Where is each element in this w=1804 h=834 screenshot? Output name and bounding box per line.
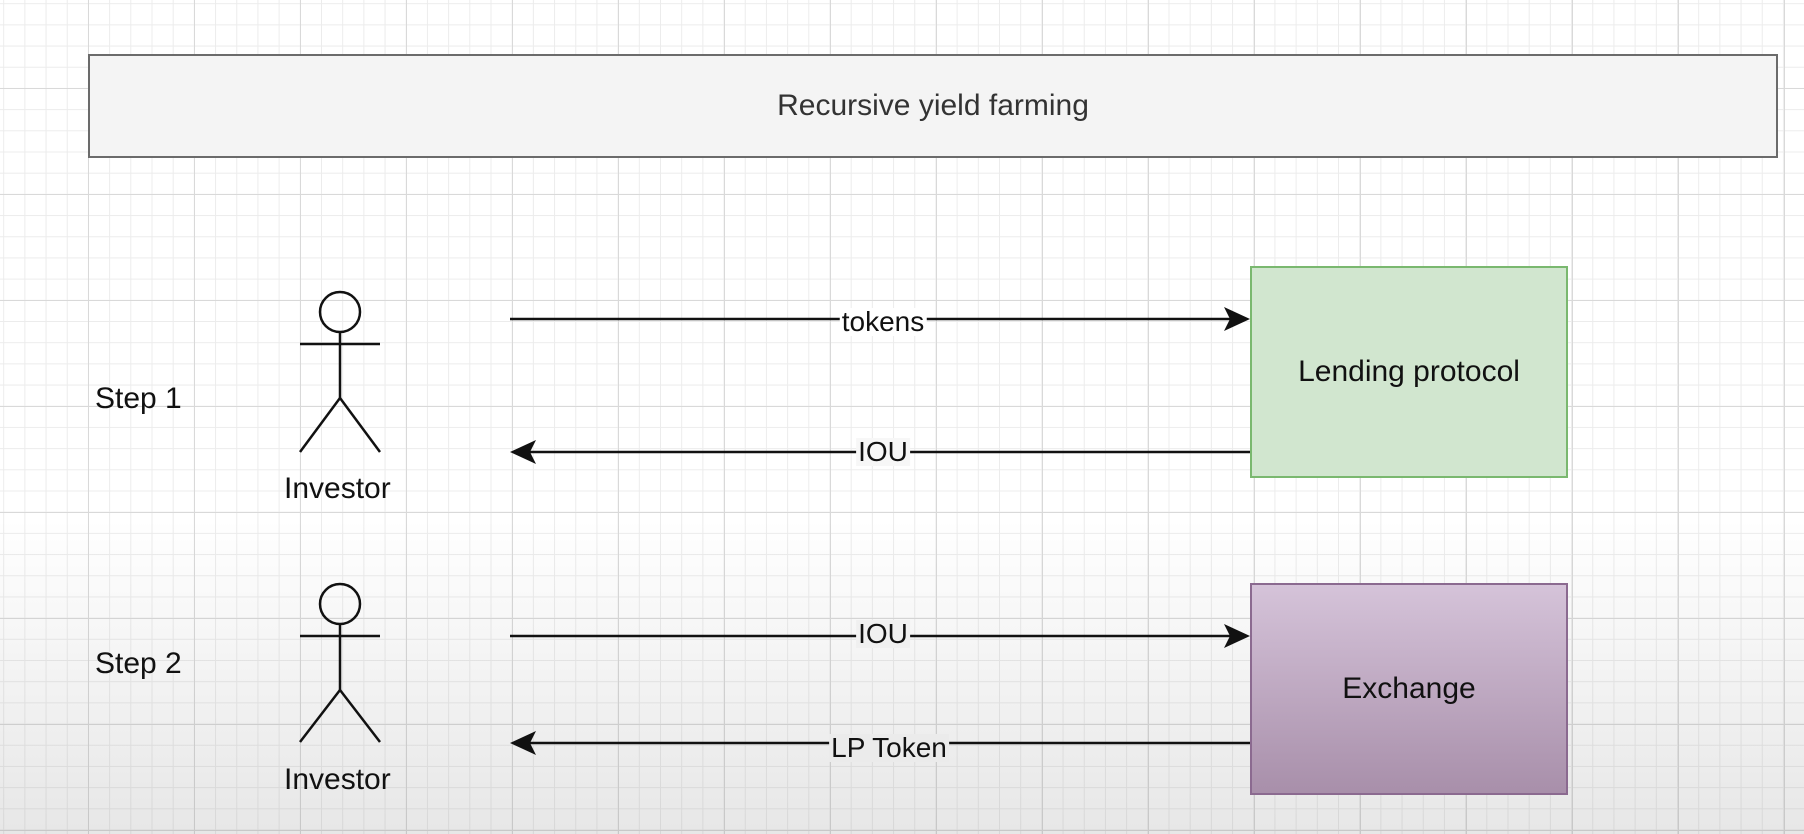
investor-label: Investor (284, 472, 391, 505)
lp-token-edge-label: LP Token (829, 732, 949, 763)
arrowhead-icon (1224, 624, 1250, 648)
diagram-title: Recursive yield farming (88, 54, 1778, 158)
investor-actor-icon (299, 582, 381, 743)
step-1-label: Step 1 (95, 382, 182, 415)
investor-actor-icon (298, 290, 382, 453)
tokens-edge-label: tokens (839, 306, 927, 337)
arrowhead-icon (510, 440, 536, 464)
iou-edge-label: IOU (856, 618, 910, 649)
iou-edge-label: IOU (856, 436, 910, 467)
arrowhead-icon (510, 731, 536, 755)
arrowhead-icon (1224, 307, 1250, 331)
lending-protocol-box: Lending protocol (1250, 266, 1568, 478)
investor-label: Investor (284, 763, 391, 796)
step-2-label: Step 2 (95, 647, 182, 680)
exchange-box: Exchange (1250, 583, 1568, 795)
